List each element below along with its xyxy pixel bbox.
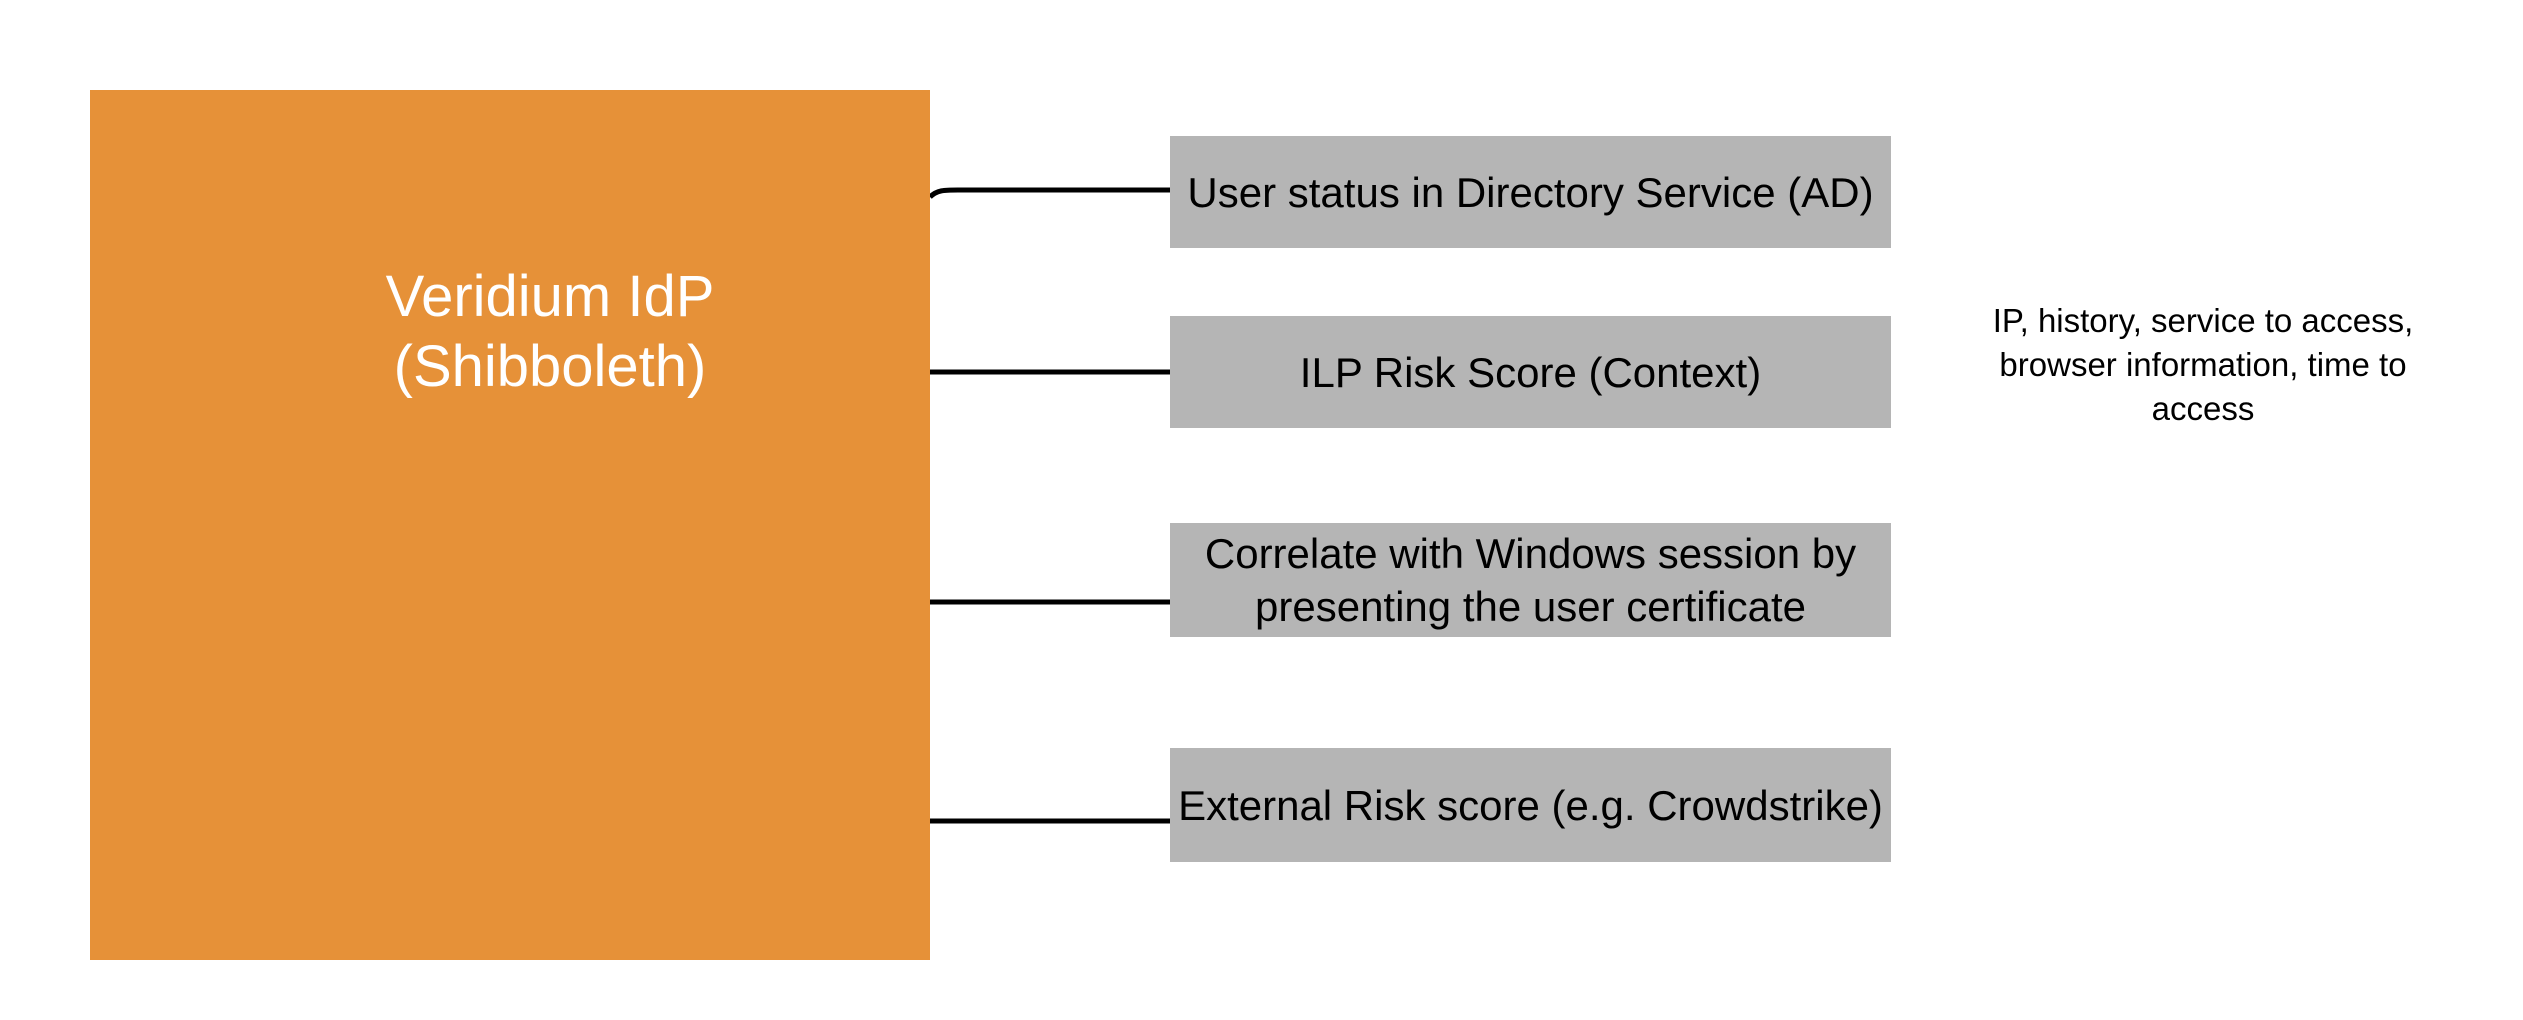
connector-line-user-status [928, 187, 1170, 199]
factor-box-correlate-label: Correlate with Windows session by presen… [1204, 530, 1857, 630]
factor-box-correlate: Correlate with Windows session by presen… [1170, 523, 1891, 637]
factor-box-ilp-risk-label: ILP Risk Score (Context) [1299, 348, 1762, 396]
veridium-idp-label: Veridium IdP (Shibboleth) [385, 264, 715, 399]
factor-box-user-status: User status in Directory Service (AD) [1170, 136, 1891, 248]
factor-box-ilp-risk: ILP Risk Score (Context) [1170, 316, 1891, 428]
veridium-idp-box: Veridium IdP (Shibboleth) [90, 90, 930, 960]
annotation-text: IP, history, service to access, browser … [1992, 302, 2414, 427]
factor-box-external-risk: External Risk score (e.g. Crowdstrike) [1170, 748, 1891, 862]
factor-box-external-risk-label: External Risk score (e.g. Crowdstrike) [1178, 781, 1883, 829]
factor-box-user-status-label: User status in Directory Service (AD) [1187, 168, 1874, 216]
